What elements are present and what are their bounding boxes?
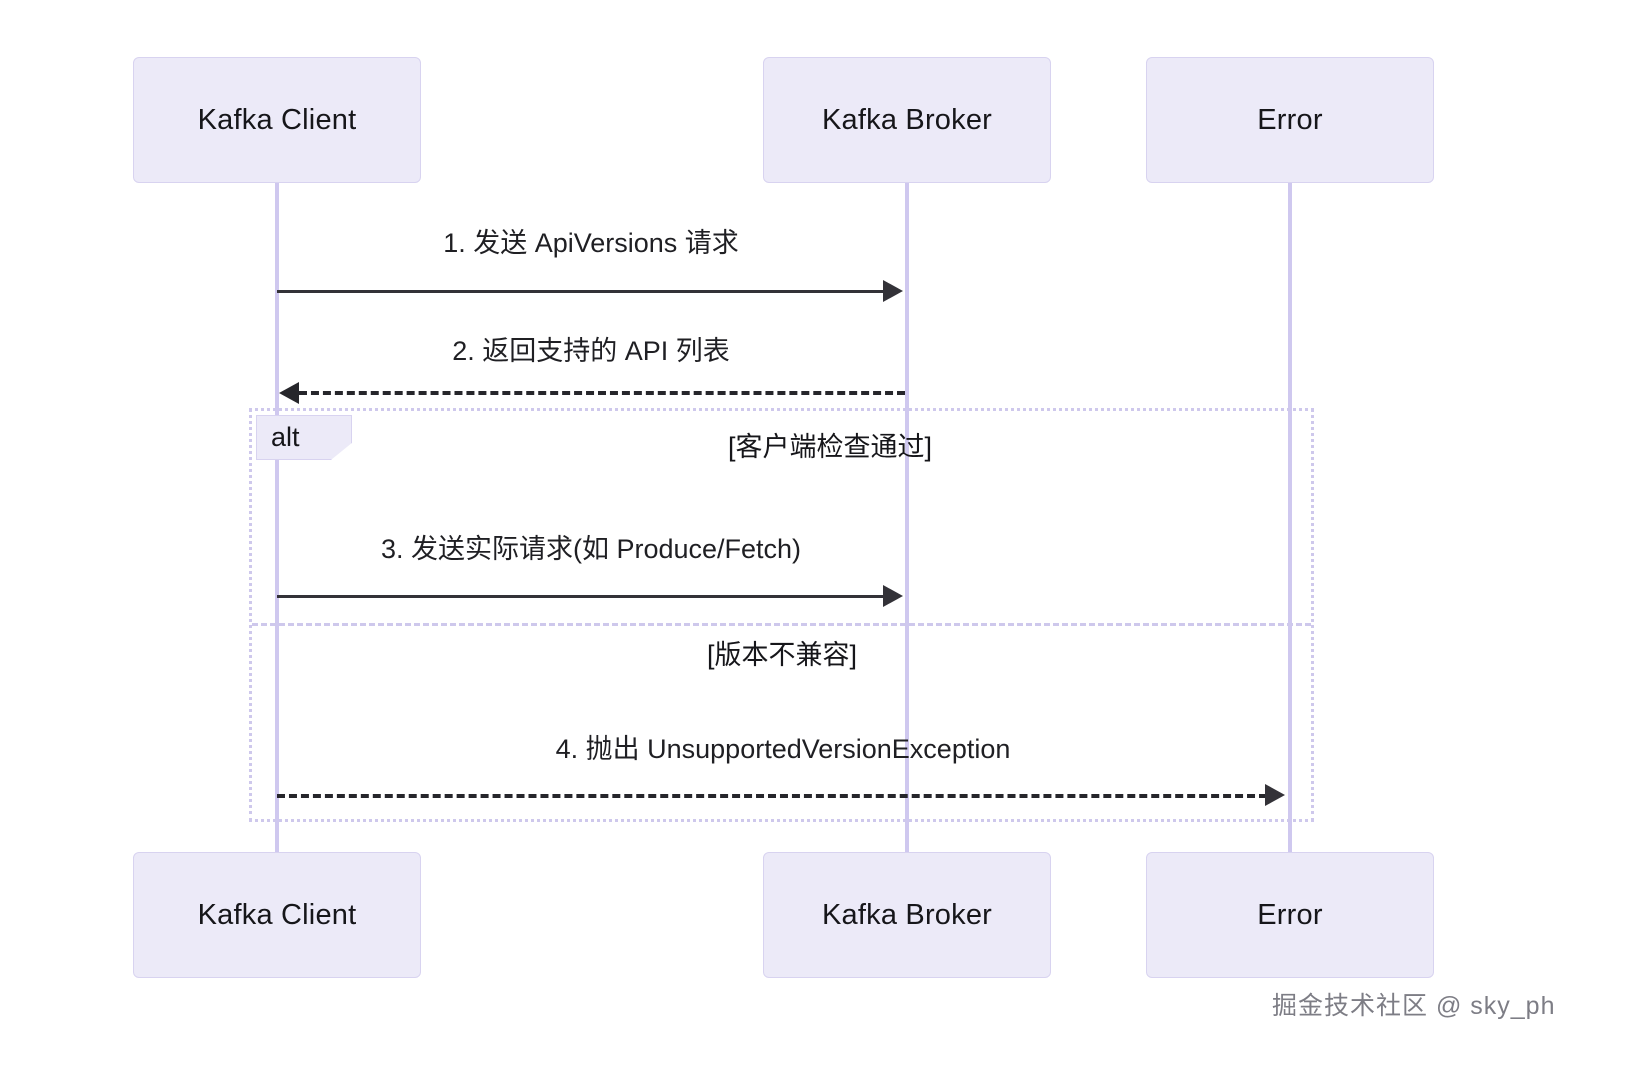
- alt-branch-condition-1: [客户端检查通过]: [727, 432, 932, 462]
- alt-fragment-branch-divider: [252, 623, 1311, 626]
- participant-box-broker-top[interactable]: Kafka Broker: [763, 57, 1051, 183]
- message-label-1: 1. 发送 ApiVersions 请求: [443, 228, 739, 258]
- alt-branch-condition-2: [版本不兼容]: [706, 640, 857, 670]
- participant-label-broker-bottom: Kafka Broker: [821, 898, 993, 931]
- participant-box-broker-bottom[interactable]: Kafka Broker: [763, 852, 1051, 978]
- alt-fragment-box: [249, 408, 1314, 822]
- alt-fragment-tag: alt: [256, 415, 352, 460]
- watermark-text: 掘金技术社区 @ sky_ph: [1272, 992, 1556, 1020]
- participant-label-error-bottom: Error: [1257, 898, 1323, 931]
- participant-label-broker-top: Kafka Broker: [821, 103, 993, 136]
- message-arrowhead-1: [883, 280, 903, 302]
- message-line-4: [277, 794, 1267, 798]
- message-label-4: 4. 抛出 UnsupportedVersionException: [555, 734, 1011, 764]
- participant-label-client-bottom: Kafka Client: [197, 898, 357, 931]
- participant-box-client-top[interactable]: Kafka Client: [133, 57, 421, 183]
- message-label-3: 3. 发送实际请求(如 Produce/Fetch): [380, 534, 802, 564]
- lifeline-broker: [905, 183, 909, 855]
- participant-box-error-top[interactable]: Error: [1146, 57, 1434, 183]
- message-line-2: [299, 391, 905, 395]
- lifeline-client: [275, 183, 279, 855]
- participant-box-client-bottom[interactable]: Kafka Client: [133, 852, 421, 978]
- message-line-3: [277, 595, 885, 598]
- message-arrowhead-3: [883, 585, 903, 607]
- alt-fragment-tag-label: alt: [271, 422, 300, 452]
- message-line-1: [277, 290, 885, 293]
- message-label-2: 2. 返回支持的 API 列表: [452, 336, 730, 366]
- participant-box-error-bottom[interactable]: Error: [1146, 852, 1434, 978]
- participant-label-error-top: Error: [1257, 103, 1323, 136]
- message-arrowhead-2: [279, 382, 299, 404]
- lifeline-error: [1288, 183, 1292, 855]
- participant-label-client-top: Kafka Client: [197, 103, 357, 136]
- message-arrowhead-4: [1265, 784, 1285, 806]
